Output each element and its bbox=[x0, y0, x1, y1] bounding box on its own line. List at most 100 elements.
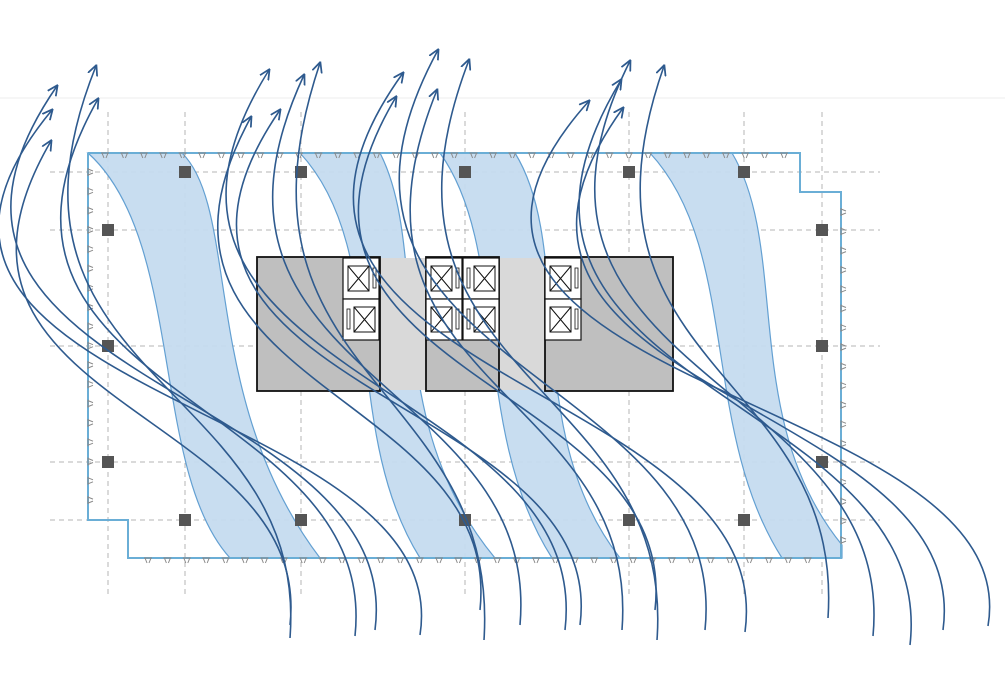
window-mark-9 bbox=[256, 152, 265, 159]
window-mark-77 bbox=[87, 264, 94, 273]
elevator-cross bbox=[430, 265, 453, 292]
window-mark-107 bbox=[840, 536, 847, 545]
window-mark-22 bbox=[508, 152, 517, 159]
elevator-cross bbox=[347, 265, 370, 292]
elevator-5-icon bbox=[425, 298, 463, 341]
window-mark-85 bbox=[87, 418, 94, 427]
column-13 bbox=[295, 514, 307, 526]
elevator-car bbox=[549, 306, 572, 333]
window-mark-41 bbox=[221, 557, 230, 564]
airflow-arrow-11 bbox=[440, 60, 659, 641]
window-mark-95 bbox=[840, 304, 847, 313]
airflow-arrow-13 bbox=[352, 73, 748, 633]
window-mark-40 bbox=[202, 557, 211, 564]
window-mark-91 bbox=[840, 227, 847, 236]
airflow-arrow-8 bbox=[225, 70, 568, 631]
column-10 bbox=[102, 456, 114, 468]
airflow-arrow-20 bbox=[530, 101, 991, 627]
window-mark-71 bbox=[803, 557, 812, 564]
window-mark-83 bbox=[87, 380, 94, 389]
window-mark-43 bbox=[260, 557, 269, 564]
airflow-arrow-15 bbox=[357, 97, 657, 611]
window-mark-5 bbox=[178, 152, 187, 159]
window-mark-75 bbox=[87, 225, 94, 234]
window-mark-28 bbox=[624, 152, 633, 159]
window-mark-53 bbox=[454, 557, 463, 564]
window-mark-97 bbox=[840, 343, 847, 352]
window-mark-29 bbox=[644, 152, 653, 159]
window-mark-105 bbox=[840, 497, 847, 506]
window-mark-45 bbox=[299, 557, 308, 564]
elevator-cross bbox=[353, 306, 376, 333]
airflow-arrow-5 bbox=[15, 141, 292, 626]
airflow-arrow-14 bbox=[409, 90, 624, 631]
window-mark-100 bbox=[840, 401, 847, 409]
window-mark-106 bbox=[840, 516, 847, 525]
airflow-arrow-6 bbox=[295, 63, 486, 641]
window-mark-76 bbox=[87, 245, 94, 254]
window-mark-8 bbox=[236, 152, 245, 159]
window-mark-56 bbox=[512, 557, 521, 564]
elevator-car bbox=[473, 306, 496, 333]
window-mark-35 bbox=[760, 152, 769, 159]
elevator-door bbox=[346, 308, 351, 330]
window-mark-48 bbox=[357, 557, 366, 564]
window-mark-23 bbox=[527, 152, 536, 159]
window-mark-69 bbox=[764, 557, 773, 564]
window-mark-34 bbox=[741, 152, 750, 159]
window-mark-86 bbox=[87, 438, 94, 447]
core-connector-left bbox=[380, 258, 426, 390]
window-mark-89 bbox=[87, 496, 94, 505]
window-mark-102 bbox=[840, 439, 847, 448]
window-mark-19 bbox=[450, 152, 459, 159]
window-mark-80 bbox=[87, 322, 94, 331]
airflow-arrow-9 bbox=[235, 110, 583, 626]
window-mark-60 bbox=[590, 557, 599, 564]
airflow-arrow-10 bbox=[216, 117, 482, 611]
window-mark-82 bbox=[87, 361, 94, 369]
elevator-cross bbox=[473, 265, 496, 292]
window-mark-72 bbox=[87, 168, 94, 176]
window-mark-39 bbox=[182, 557, 191, 564]
column-4 bbox=[623, 166, 635, 178]
elevator-door bbox=[574, 267, 579, 289]
elevator-door bbox=[466, 267, 471, 289]
column-16 bbox=[738, 514, 750, 526]
window-mark-36 bbox=[780, 152, 788, 159]
elevator-7-icon bbox=[544, 257, 582, 300]
window-mark-99 bbox=[840, 381, 847, 390]
window-mark-38 bbox=[163, 557, 172, 564]
window-mark-67 bbox=[726, 557, 734, 564]
column-5 bbox=[738, 166, 750, 178]
window-mark-27 bbox=[605, 152, 614, 159]
airflow-arrow-12 bbox=[398, 50, 707, 631]
window-mark-18 bbox=[430, 152, 439, 159]
window-mark-52 bbox=[435, 557, 443, 564]
window-mark-3 bbox=[139, 152, 148, 159]
window-mark-87 bbox=[87, 457, 94, 466]
window-mark-90 bbox=[840, 208, 847, 216]
airflow-arrows bbox=[0, 50, 991, 646]
wind-band-4 bbox=[648, 152, 843, 559]
window-mark-50 bbox=[396, 557, 405, 564]
elevator-cross bbox=[549, 306, 572, 333]
window-mark-73 bbox=[87, 187, 94, 196]
column-15 bbox=[623, 514, 635, 526]
window-mark-55 bbox=[493, 557, 502, 564]
window-mark-33 bbox=[721, 152, 730, 159]
window-mark-68 bbox=[745, 557, 754, 564]
column-9 bbox=[816, 340, 828, 352]
airflow-arrow-4 bbox=[0, 110, 423, 636]
elevator-car bbox=[347, 265, 370, 292]
column-12 bbox=[179, 514, 191, 526]
window-mark-62 bbox=[629, 557, 637, 564]
window-mark-25 bbox=[566, 152, 575, 159]
window-mark-20 bbox=[469, 152, 478, 159]
window-mark-57 bbox=[532, 557, 540, 564]
window-mark-16 bbox=[392, 152, 400, 159]
window-mark-93 bbox=[840, 265, 847, 274]
elevator-door bbox=[455, 308, 460, 330]
window-mark-15 bbox=[372, 152, 381, 159]
